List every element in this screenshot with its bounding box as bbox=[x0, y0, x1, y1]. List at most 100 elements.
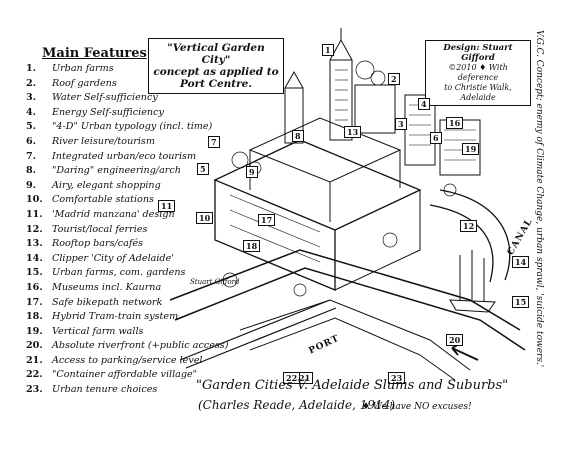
concept-title-line: concept as applied to bbox=[153, 66, 279, 78]
legend-item-number: 6. bbox=[26, 135, 37, 147]
map-feature-tag: 9 bbox=[246, 166, 258, 178]
legend-item-number: 13. bbox=[26, 238, 43, 250]
footer-note: ♦ We have NO excuses! bbox=[362, 402, 472, 412]
legend-item-label: River leisure/tourism bbox=[52, 135, 155, 147]
legend-item-label: Comfortable stations bbox=[52, 194, 154, 206]
map-feature-tag: 16 bbox=[446, 117, 464, 129]
map-feature-tag: 12 bbox=[460, 220, 478, 232]
map-feature-tag: 17 bbox=[258, 214, 276, 226]
legend-item-label: Roof gardens bbox=[52, 77, 117, 89]
map-feature-tag: 22 bbox=[283, 372, 301, 384]
map-feature-tag: 7 bbox=[208, 136, 220, 148]
legend-item-label: "Daring" engineering/arch bbox=[52, 165, 181, 177]
credit-line: to Christie Walk, Adelaide bbox=[444, 83, 512, 102]
legend-item-label: Tourist/local ferries bbox=[52, 223, 148, 235]
legend-item: 20. Absolute riverfront (+public access) bbox=[26, 339, 231, 354]
concept-title-line: "Vertical Garden City" bbox=[167, 42, 265, 66]
legend-item-number: 8. bbox=[26, 165, 37, 177]
legend-item: 15. Urban farms, com. gardens bbox=[26, 266, 231, 281]
legend-item-number: 18. bbox=[26, 311, 43, 323]
legend-item-label: Museums incl. Kaurna bbox=[52, 281, 162, 293]
legend-item-label: Urban tenure choices bbox=[52, 384, 158, 396]
legend-item-number: 23. bbox=[26, 384, 43, 396]
map-feature-tag: 23 bbox=[388, 372, 406, 384]
map-feature-tag: 4 bbox=[418, 98, 430, 110]
map-feature-tag: 18 bbox=[243, 240, 261, 252]
legend-item: 21. Access to parking/service level bbox=[26, 354, 231, 369]
legend-item: 17. Safe bikepath network bbox=[26, 296, 231, 311]
legend-item: 3. Water Self-sufficiency bbox=[26, 91, 231, 106]
legend-item-label: Urban farms, com. gardens bbox=[52, 267, 186, 279]
legend-item-label: Absolute riverfront (+public access) bbox=[52, 340, 229, 352]
legend-item-label: "4-D" Urban typology (incl. time) bbox=[52, 121, 213, 133]
map-feature-tag: 20 bbox=[446, 334, 464, 346]
legend-item: 12. Tourist/local ferries bbox=[26, 223, 231, 238]
legend-item-number: 17. bbox=[26, 296, 43, 308]
legend-item-label: Water Self-sufficiency bbox=[52, 92, 158, 104]
legend-item: 11.'Madrid manzana' design bbox=[26, 208, 231, 223]
map-feature-tag: 11 bbox=[158, 200, 176, 212]
legend-item-label: Clipper 'City of Adelaide' bbox=[52, 252, 174, 264]
map-feature-tag: 19 bbox=[462, 143, 480, 155]
legend-item-label: Airy, elegant shopping bbox=[52, 179, 161, 191]
legend-item-label: "Container affordable village" bbox=[52, 369, 198, 381]
legend-item: 16. Museums incl. Kaurna bbox=[26, 281, 231, 296]
legend-item: 2. Roof gardens bbox=[26, 77, 231, 92]
map-feature-tag: 8 bbox=[292, 130, 304, 142]
concept-title-line: Port Centre. bbox=[179, 78, 253, 90]
map-feature-tag: 5 bbox=[197, 163, 209, 175]
legend-item-number: 12. bbox=[26, 223, 43, 235]
legend-item: 22. "Container affordable village" bbox=[26, 368, 231, 383]
legend-item-number: 7. bbox=[26, 150, 37, 162]
legend-item-label: Safe bikepath network bbox=[52, 296, 163, 308]
footer-quote: "Garden Cities V. Adelaide Slums and Sub… bbox=[196, 378, 509, 393]
map-feature-tag: 1 bbox=[322, 44, 334, 56]
legend-item: 5."4-D" Urban typology (incl. time) bbox=[26, 120, 231, 135]
legend-item-label: Access to parking/service level bbox=[52, 354, 203, 366]
legend-item-number: 10. bbox=[26, 194, 43, 206]
legend-item: 7.Integrated urban/eco tourism bbox=[26, 150, 231, 165]
legend-item-number: 14. bbox=[26, 252, 43, 264]
legend-item-number: 3. bbox=[26, 92, 37, 104]
map-feature-tag: 10 bbox=[196, 212, 214, 224]
legend-item-number: 11. bbox=[26, 208, 43, 220]
legend-item-number: 1. bbox=[26, 63, 37, 74]
legend-item-label: Vertical farm walls bbox=[52, 325, 144, 337]
side-note-text: V.G.C. Concept; enemy of Climate Change,… bbox=[534, 30, 544, 368]
legend-item-number: 20. bbox=[26, 340, 43, 352]
design-credit-box: Design: Stuart Gifford ©2010 ♦ With defe… bbox=[425, 40, 531, 106]
legend-item: 8. "Daring" engineering/arch bbox=[26, 164, 231, 179]
legend-item: 13. Rooftop bars/cafés bbox=[26, 237, 231, 252]
legend-item: 6. River leisure/tourism bbox=[26, 135, 231, 150]
footer-citation: (Charles Reade, Adelaide, 1914) bbox=[198, 398, 396, 412]
legend-item-label: Hybrid Tram-train system bbox=[52, 311, 179, 323]
credit-line: Design: Stuart Gifford bbox=[443, 43, 513, 63]
legend-item-number: 9. bbox=[26, 179, 37, 191]
legend-item: 14. Clipper 'City of Adelaide' bbox=[26, 252, 231, 267]
map-feature-tag: 14 bbox=[512, 256, 530, 268]
legend-item: 4.Energy Self-sufficiency bbox=[26, 106, 231, 121]
map-feature-tag: 3 bbox=[395, 118, 407, 130]
map-feature-tag: 21 bbox=[296, 372, 314, 384]
legend-item-number: 22. bbox=[26, 369, 43, 381]
legend-item-number: 16. bbox=[26, 281, 43, 293]
map-feature-tag: 13 bbox=[344, 126, 362, 138]
legend-item-number: 19. bbox=[26, 325, 43, 337]
legend-item-label: Energy Self-sufficiency bbox=[52, 106, 164, 118]
legend-item-number: 15. bbox=[26, 267, 43, 279]
legend-item-number: 21. bbox=[26, 354, 43, 366]
legend-item: 1. Urban farms bbox=[26, 62, 231, 77]
credit-line: ©2010 ♦ With deference bbox=[448, 63, 508, 82]
map-feature-tag: 6 bbox=[430, 132, 442, 144]
map-feature-tag: 2 bbox=[388, 73, 400, 85]
legend-item-label: Rooftop bars/cafés bbox=[52, 238, 143, 250]
artist-signature: Stuart Gifford bbox=[190, 278, 240, 286]
legend-item-label: Urban farms bbox=[52, 63, 114, 74]
legend-item: 10. Comfortable stations bbox=[26, 193, 231, 208]
legend-item: 19. Vertical farm walls bbox=[26, 325, 231, 340]
vertical-side-note: V.G.C. Concept; enemy of Climate Change,… bbox=[530, 30, 544, 445]
concept-title-box: "Vertical Garden City" concept as applie… bbox=[148, 38, 284, 94]
map-feature-tag: 15 bbox=[512, 296, 530, 308]
legend-item-number: 2. bbox=[26, 77, 37, 89]
